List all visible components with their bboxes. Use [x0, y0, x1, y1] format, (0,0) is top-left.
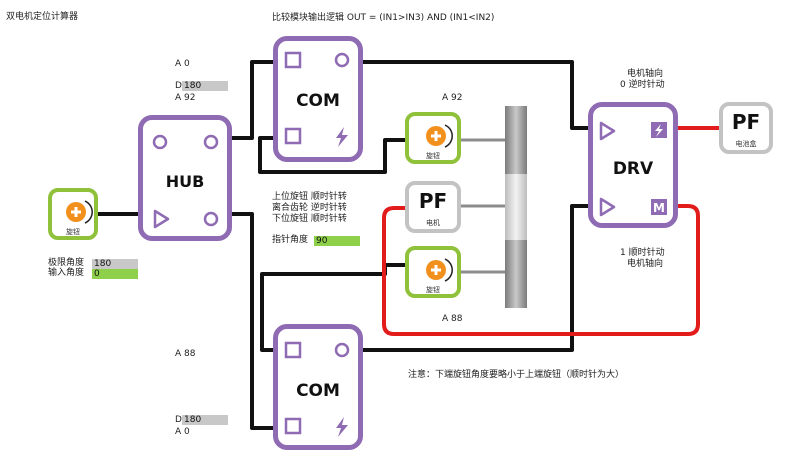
combottom-ports	[284, 341, 350, 437]
pf-motor-caption: 电机	[426, 219, 440, 227]
drv-block[interactable]: M DRV	[588, 102, 678, 228]
knob-icon	[66, 200, 93, 224]
combottom-a-top: A 88	[175, 349, 196, 359]
page-title: 双电机定位计算器	[6, 12, 79, 22]
footnote: 注意：下端旋钮角度要略小于上端旋钮（顺时针为大）	[408, 370, 625, 380]
hub-ports	[152, 134, 219, 229]
wire-comtop-drv	[362, 60, 590, 130]
comtop-label: COM	[296, 91, 340, 111]
legend-line-2: 离合齿轮 逆时针转	[272, 203, 347, 213]
legend-line-3: 下位旋钮 顺时针转	[272, 214, 347, 224]
knob-input[interactable]: 旋钮	[48, 188, 98, 240]
comtop-d-label: D	[175, 81, 182, 91]
shaft-middle	[505, 174, 527, 240]
motor-note-top-2: 0 逆时针动	[620, 80, 665, 90]
hub-label: HUB	[165, 172, 205, 191]
com-top-block[interactable]: COM	[273, 36, 363, 162]
knob-icon	[426, 124, 453, 148]
comtop-a-top: A 0	[175, 59, 190, 69]
comtop-d-value[interactable]: 180	[182, 81, 228, 91]
limit-label: 极限角度	[48, 258, 85, 268]
drv-label: DRV	[612, 159, 654, 179]
pf-motor[interactable]: PF 电机	[405, 181, 461, 233]
logic-header: 比较模块输出逻辑 OUT = (IN1>IN3) AND (IN1<IN2)	[272, 13, 495, 23]
motor-note-bottom-1: 1 顺时针动	[620, 248, 665, 258]
input-angle-value[interactable]: 0	[92, 269, 138, 279]
combottom-a-bottom: A 0	[175, 427, 190, 437]
drv-ports: M	[599, 121, 667, 217]
knob-caption: 旋钮	[426, 152, 440, 160]
shaft-bottom	[505, 240, 527, 308]
pf-battery-caption: 电池盒	[735, 140, 757, 148]
legend-line-1: 上位旋钮 顺时针转	[272, 192, 347, 202]
wire-drv-motor	[382, 204, 700, 336]
pf-battery[interactable]: PF 电池盒	[719, 102, 773, 154]
lower-knob-angle: A 88	[442, 314, 463, 324]
input-angle-label: 输入角度	[48, 268, 85, 278]
pf-motor-label: PF	[418, 189, 448, 213]
wire-hub-comtop	[232, 60, 275, 140]
knob-upper[interactable]: 旋钮	[405, 112, 461, 164]
wire-hub-combottom	[232, 212, 275, 430]
shaft-top	[505, 106, 527, 174]
combottom-d-value[interactable]: 180	[182, 415, 228, 425]
hub-block[interactable]: HUB	[138, 115, 232, 241]
knob-caption: 旋钮	[426, 286, 440, 294]
knob-icon	[426, 258, 453, 282]
combottom-d-label: D	[175, 415, 182, 425]
wire-combottom-lowerknob	[260, 263, 408, 352]
svg-text:M: M	[653, 201, 665, 215]
wire-comtop-upperknob	[258, 136, 408, 174]
knob-caption: 旋钮	[66, 228, 80, 236]
pf-battery-label: PF	[731, 110, 761, 134]
wire-combottom-drv	[362, 204, 590, 352]
limit-value[interactable]: 180	[92, 259, 138, 269]
com-bottom-block[interactable]: COM	[273, 324, 363, 450]
motor-note-top-1: 电机轴向	[627, 69, 664, 79]
comtop-ports	[284, 51, 350, 147]
pointer-angle-value[interactable]: 90	[314, 236, 360, 246]
knob-lower[interactable]: 旋钮	[405, 246, 461, 298]
pointer-angle-label: 指针角度	[272, 235, 309, 245]
upper-knob-angle: A 92	[442, 93, 463, 103]
comtop-a-bottom: A 92	[175, 93, 196, 103]
motor-note-bottom-2: 电机轴向	[627, 259, 664, 269]
combottom-label: COM	[296, 381, 340, 401]
